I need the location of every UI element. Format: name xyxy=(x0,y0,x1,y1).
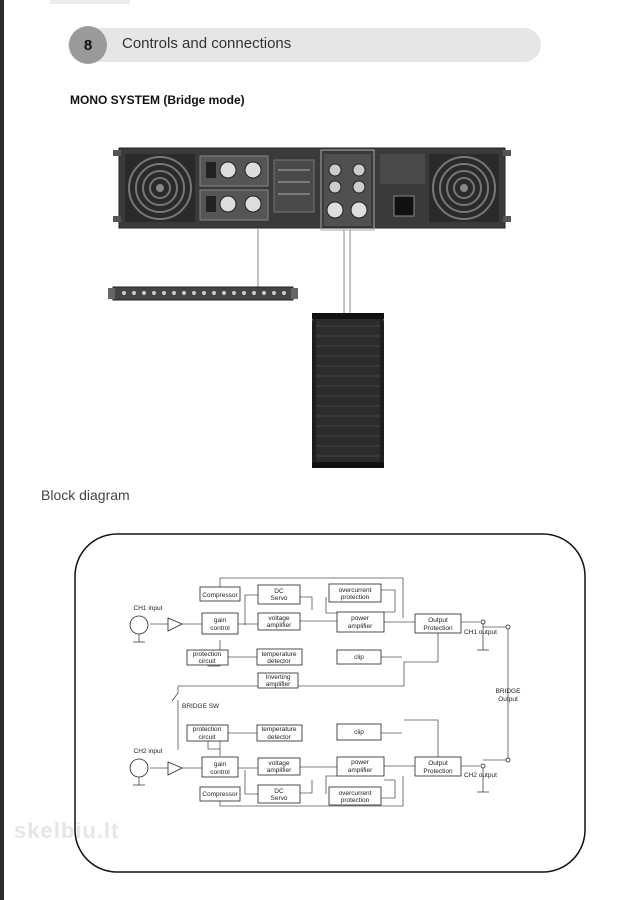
protection-1-label-a: protection xyxy=(193,651,222,658)
input-section xyxy=(199,155,315,221)
dc-servo-2-label-a: DC xyxy=(274,788,284,795)
bridge-output-label-a: BRIDGE xyxy=(496,688,522,695)
bridge-sw-label: BRIDGE SW xyxy=(182,703,220,710)
gain-1-label-b: control xyxy=(210,625,230,632)
voltage-2-label-b: amplifier xyxy=(267,767,292,774)
gain-1-label-a: gain xyxy=(214,617,227,624)
patch-bay xyxy=(108,286,298,301)
protection-2-label-b: circuit xyxy=(199,734,216,741)
page-edge xyxy=(0,0,4,900)
dc-servo-1-label-a: DC xyxy=(274,588,284,595)
temperature-2-label-b: detector xyxy=(267,734,291,741)
page-number: 8 xyxy=(69,26,107,64)
left-fan xyxy=(125,154,195,222)
output-prot-1-label-a: Output xyxy=(428,617,448,624)
gain-2-label-a: gain xyxy=(214,761,227,768)
temperature-2-label-a: temperature xyxy=(261,726,296,733)
overcurrent-1-label-b: protection xyxy=(341,594,370,601)
dc-servo-2-label-b: Servo xyxy=(271,795,288,802)
clip-1-label: clip xyxy=(354,654,364,661)
ch2-input-label: CH2 input xyxy=(134,748,163,755)
output-prot-1-label-b: Protection xyxy=(423,625,453,632)
overcurrent-1-label-a: overcurrent xyxy=(339,587,372,594)
section-title: MONO SYSTEM (Bridge mode) xyxy=(70,93,245,107)
output-section xyxy=(320,149,425,231)
power-2-label-a: power xyxy=(351,759,370,766)
power-1-label-b: amplifier xyxy=(348,623,373,630)
right-fan xyxy=(429,154,499,222)
overcurrent-2-label-b: protection xyxy=(341,797,370,804)
temperature-1-label-a: temperature xyxy=(261,651,296,658)
ch1-input-label: CH1 input xyxy=(134,605,163,612)
output-prot-2-label-a: Output xyxy=(428,760,448,767)
protection-2-label-a: protection xyxy=(193,726,222,733)
protection-1-label-b: circuit xyxy=(199,658,216,665)
overcurrent-2-label-a: overcurrent xyxy=(339,790,372,797)
watermark: skelbiu.lt xyxy=(14,818,120,843)
compressor-2-label: Compressor xyxy=(202,791,238,798)
voltage-1-label-a: voltage xyxy=(269,615,290,622)
inverting-label-a: Inverting xyxy=(266,674,291,681)
power-1-label-a: power xyxy=(351,615,370,622)
clip-2-label: clip xyxy=(354,729,364,736)
dc-servo-1-label-b: Servo xyxy=(271,595,288,602)
block-diagram-title: Block diagram xyxy=(41,487,130,503)
power-2-label-b: amplifier xyxy=(348,767,373,774)
voltage-1-label-b: amplifier xyxy=(267,622,292,629)
gain-2-label-b: control xyxy=(210,769,230,776)
ch1-output-label: CH1 output xyxy=(464,629,497,636)
compressor-1-label: Compressor xyxy=(202,592,238,599)
page-title: Controls and connections xyxy=(122,35,292,52)
mono-bridge-illustration xyxy=(108,147,511,468)
ch2-output-label: CH2 output xyxy=(464,772,497,779)
temperature-1-label-b: detector xyxy=(267,658,291,665)
voltage-2-label-a: voltage xyxy=(269,760,290,767)
speaker-cabinet xyxy=(312,313,384,468)
output-prot-2-label-b: Protection xyxy=(423,768,453,775)
amplifier-rear-panel xyxy=(113,147,511,231)
inverting-label-b: amplifier xyxy=(266,681,291,688)
top-strip xyxy=(50,0,130,4)
bridge-output-label-b: Output xyxy=(498,696,518,703)
header-bar xyxy=(68,28,541,62)
